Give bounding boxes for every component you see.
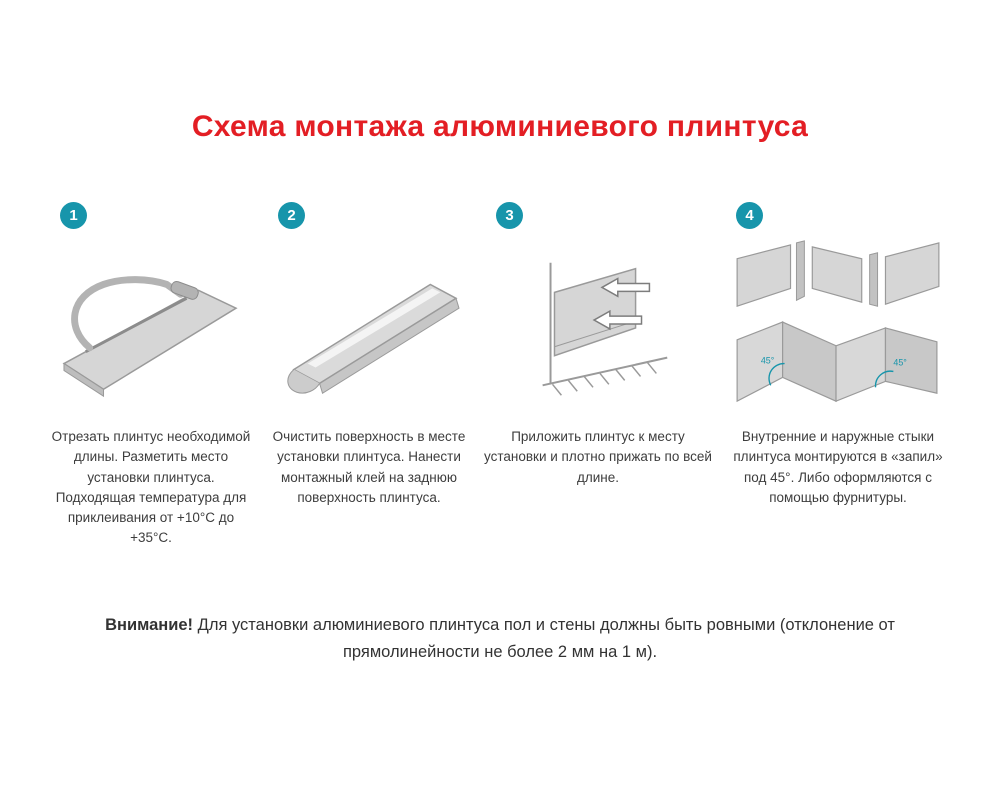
step-1-illustration	[48, 233, 254, 417]
step-1-description: Отрезать плинтус необходимой длины. Разм…	[51, 429, 251, 546]
step-1-number-badge: 1	[60, 202, 87, 229]
plinth-profile-with-glue-icon	[287, 283, 460, 395]
step-2-illustration	[266, 233, 472, 417]
step-3-illustration	[484, 233, 712, 417]
step-1: 1 Отрезать плинтус необходимой длины. Ра…	[48, 202, 254, 549]
step-2: 2 Очистить поверхность в месте установки…	[266, 202, 472, 549]
page-title: Схема монтажа алюминиевого плинтуса	[191, 110, 809, 143]
warning-text: Для установки алюминиевого плинтуса пол …	[193, 616, 895, 662]
hacksaw-cutting-plinth-icon	[62, 276, 238, 398]
corner-joints-45-degrees-icon: 45° 45°	[736, 240, 940, 403]
warning-note: Внимание! Для установки алюминиевого пли…	[80, 612, 920, 666]
step-2-number-badge: 2	[278, 202, 305, 229]
press-arrow-top-icon	[600, 277, 651, 298]
angle-45-label: 45°	[893, 358, 907, 368]
angle-45-label: 45°	[761, 356, 775, 366]
press-arrow-bottom-icon	[592, 309, 643, 331]
step-4-description: Внутренние и наружные стыки плинтуса мон…	[733, 429, 943, 505]
step-2-description: Очистить поверхность в месте установки п…	[272, 429, 466, 505]
step-4: 4 45° 45°	[724, 202, 952, 549]
step-3-number-badge: 3	[496, 202, 523, 229]
step-4-illustration: 45° 45°	[724, 233, 952, 417]
step-3-description: Приложить плинтус к месту установки и пл…	[484, 429, 712, 485]
step-4-number-badge: 4	[736, 202, 763, 229]
steps-row: 1 Отрезать плинтус необходимой длины. Ра…	[48, 202, 952, 549]
press-plinth-to-wall-icon	[542, 262, 668, 396]
step-3: 3 Приложить плинтус	[484, 202, 712, 549]
warning-label: Внимание!	[105, 616, 194, 634]
